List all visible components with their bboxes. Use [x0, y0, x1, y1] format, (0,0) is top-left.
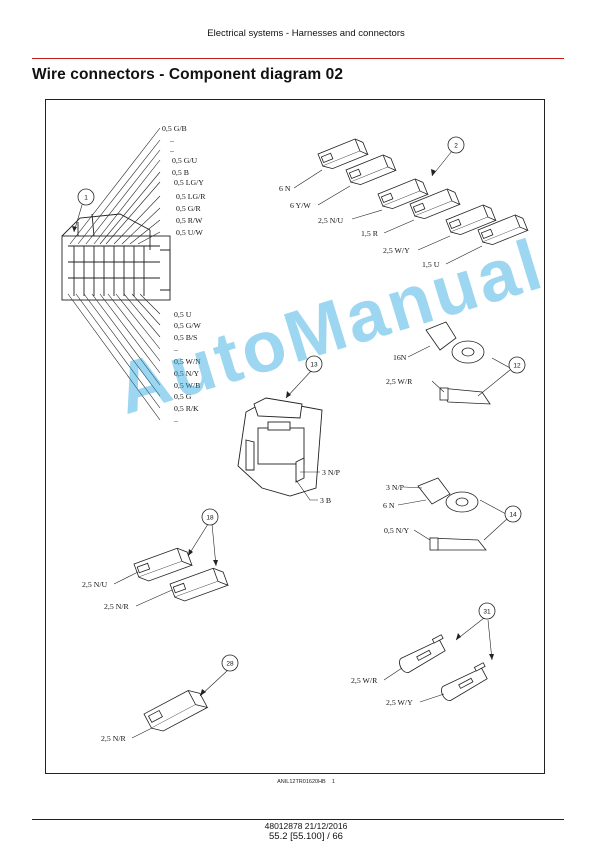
page-header: Electrical systems - Harnesses and conne… — [207, 28, 405, 39]
wire-label: 0,5 G/W — [174, 321, 201, 330]
wire-label: 2,5 N/U — [318, 216, 343, 225]
connector-28-terminal — [143, 689, 209, 732]
page-title: Wire connectors - Component diagram 02 — [32, 66, 344, 83]
callout-number: 12 — [513, 363, 521, 370]
wire-label: – — [173, 416, 178, 425]
relay-socket-14 — [237, 397, 323, 497]
callout-31: 31 — [456, 602, 496, 660]
wire-label: 2,5 W/R — [351, 676, 378, 685]
wire-label: 1,5 R — [361, 229, 379, 238]
wire-label: 0,5 B/S — [174, 333, 197, 342]
wire-label: 3 N/P — [322, 468, 341, 477]
wire-label: 6 N — [279, 184, 291, 193]
callout-2: 2 — [431, 136, 465, 176]
callout-number: 1 — [84, 195, 88, 202]
wire-label: 0,5 U/W — [176, 228, 203, 237]
wire-label: 16N — [393, 353, 407, 362]
group-13-labels: 3 N/P 6 N 0,5 N/Y — [383, 483, 409, 535]
figure-caption: ANIL12TR01620HB 1 — [0, 779, 612, 785]
group-14-labels: 3 N/P 3 B — [320, 468, 341, 505]
footer-page-ref: 55.2 [55.100] / 66 — [269, 831, 343, 842]
connector-18-terminals — [133, 547, 230, 602]
wire-label: – — [169, 136, 174, 145]
wire-label: 2,5 N/R — [104, 602, 129, 611]
connector-2-labels: 6 N 6 Y/W 2,5 N/U 1,5 R 2,5 W/Y 1,5 U — [279, 184, 440, 269]
callout-13: 14 — [504, 505, 522, 523]
flag-terminal-13 — [429, 537, 487, 551]
callout-14: 13 — [286, 355, 323, 398]
connector-2-terminals — [317, 138, 529, 246]
connector-1-body — [61, 213, 171, 301]
wire-label: 0,5 B — [172, 168, 189, 177]
wire-label: 0,5 R/K — [174, 404, 199, 413]
group-28-labels: 2,5 N/R — [101, 734, 126, 743]
wire-label: 6 N — [383, 501, 395, 510]
wire-label: 0,5 LG/R — [176, 192, 206, 201]
group-12-leaders — [407, 345, 513, 397]
wire-label: 1,5 U — [422, 260, 440, 269]
wire-label: 3 N/P — [386, 483, 405, 492]
connector-1-leaders-bottom — [67, 293, 161, 421]
wire-label: 0,5 LG/Y — [174, 178, 204, 187]
figure-id: ANIL12TR01620HB — [277, 779, 326, 785]
callout-28: 28 — [200, 654, 239, 696]
flag-terminal-12 — [439, 387, 491, 405]
group-12-labels: 16N 2,5 W/R — [386, 353, 413, 386]
callout-18: 18 — [188, 508, 219, 566]
wire-label: 0,5 G — [174, 392, 192, 401]
wire-label: – — [173, 345, 178, 354]
wire-label: 0,5 G/U — [172, 156, 197, 165]
group-18-labels: 2,5 N/U 2,5 N/R — [82, 580, 129, 611]
wire-label: 0,5 G/R — [176, 204, 201, 213]
wire-label: 2,5 W/Y — [386, 698, 413, 707]
connector-2-leaders — [293, 150, 483, 265]
callout-number: 14 — [509, 512, 517, 519]
figure-number: 1 — [331, 779, 335, 785]
wire-label: 2,5 N/R — [101, 734, 126, 743]
callout-12: 12 — [508, 356, 526, 374]
title-rule — [32, 58, 564, 59]
connector-1-leaders-top — [69, 127, 161, 245]
callout-number: 13 — [310, 362, 318, 369]
wire-label: 0,5 W/B — [174, 381, 200, 390]
wire-label: 0,5 G/B — [162, 124, 187, 133]
connector-1-labels-bottom: 0,5 U 0,5 G/W 0,5 B/S – 0,5 W/N 0,5 N/Y … — [173, 310, 201, 425]
connector-1-labels-top: 0,5 G/B – – 0,5 G/U 0,5 B 0,5 LG/Y 0,5 L… — [162, 124, 206, 237]
wire-label: 0,5 N/Y — [384, 526, 409, 535]
wire-label: 2,5 W/R — [386, 377, 413, 386]
wire-label: – — [169, 146, 174, 155]
wire-label: 0,5 W/N — [174, 357, 201, 366]
wire-label: 3 B — [320, 496, 331, 505]
callout-number: 18 — [206, 515, 214, 522]
wire-label: 0,5 N/Y — [174, 369, 199, 378]
wire-label: 6 Y/W — [290, 201, 311, 210]
ring-terminal-12 — [425, 321, 485, 364]
callout-number: 28 — [226, 661, 234, 668]
wire-label: 2,5 W/Y — [383, 246, 410, 255]
callout-number: 2 — [454, 143, 458, 150]
group-31-labels: 2,5 W/R 2,5 W/Y — [351, 676, 413, 707]
group-14-leaders — [285, 369, 320, 501]
callout-1: 1 — [72, 188, 95, 233]
bullet-connectors-31 — [399, 634, 488, 702]
callout-number: 31 — [483, 609, 491, 616]
group-18-leaders — [113, 523, 217, 607]
footer-rule — [32, 819, 564, 820]
figure-frame — [45, 99, 545, 774]
group-13-leaders — [397, 486, 509, 541]
wire-label: 2,5 N/U — [82, 580, 107, 589]
wire-label: 0,5 R/W — [176, 216, 203, 225]
wire-label: 0,5 U — [174, 310, 192, 319]
group-31-leaders — [383, 617, 493, 703]
ring-terminal-13 — [417, 477, 479, 513]
footer-doc-id: 48012878 21/12/2016 — [264, 821, 348, 831]
